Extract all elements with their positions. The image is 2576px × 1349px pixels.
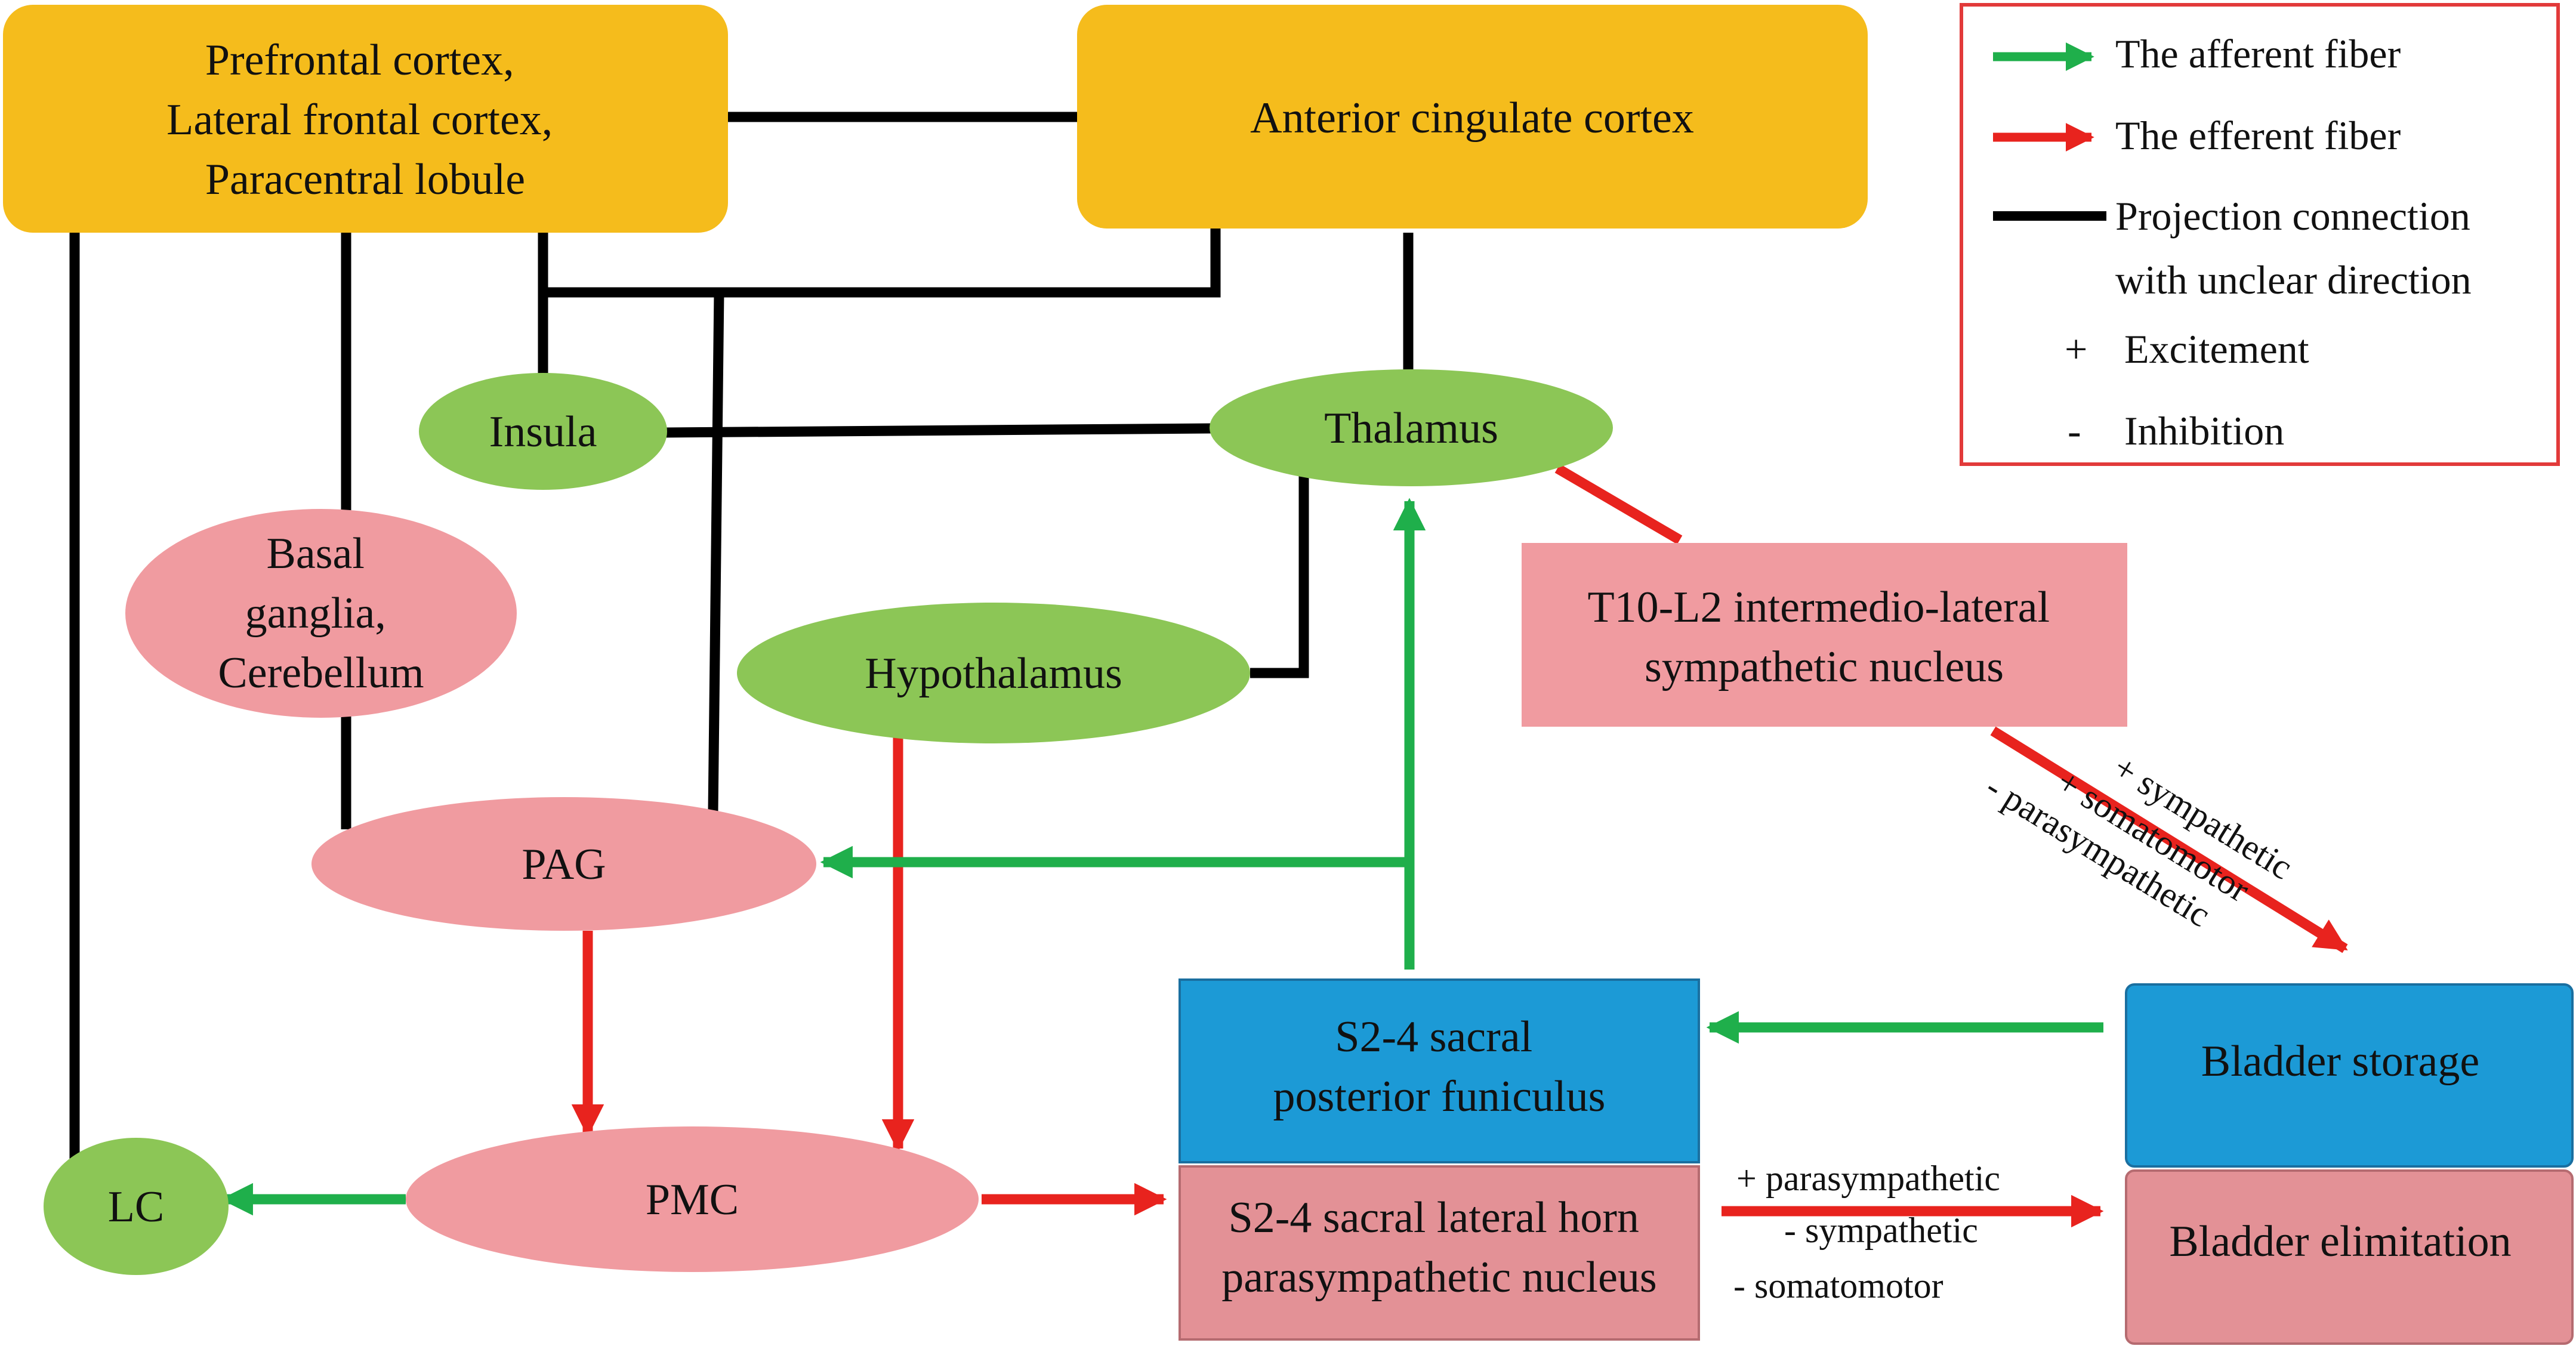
- node-hypothalamus-line-1: Hypothalamus: [865, 649, 1122, 698]
- node-insula-line-1: Insula: [489, 408, 597, 456]
- node-bladder-storage: Bladder storage: [2125, 983, 2574, 1168]
- legend-inhibition-label: Inhibition: [2124, 408, 2284, 453]
- node-elimination-box: [2125, 1169, 2574, 1345]
- node-basal-line-2: ganglia,: [245, 589, 386, 638]
- edge-thalamus-hypothalamus: [1250, 474, 1309, 678]
- node-storage-line-1: Bladder storage: [2201, 1037, 2479, 1086]
- node-bladder-elimination: Bladder elimitation: [2125, 1169, 2574, 1345]
- node-insula: Insula: [419, 373, 667, 490]
- edge-thalamus-t10: [1554, 464, 1683, 545]
- legend-border: [1960, 3, 2560, 466]
- node-basal-ganglia: Basal ganglia, Cerebellum: [125, 509, 517, 718]
- node-prefrontal-line-2: Lateral frontal cortex,: [166, 95, 553, 144]
- svg-text:Anterior cingulate cortex: Anterior cingulate cortex: [1250, 94, 1694, 143]
- svg-text:T10-L2 intermedio-lateral: T10-L2 intermedio-lateral sympathetic nu…: [1587, 583, 2060, 692]
- node-hypothalamus-shape: [737, 603, 1250, 743]
- node-thalamus-shape: [1210, 369, 1613, 486]
- node-basal-line-3: Cerebellum: [218, 649, 424, 697]
- node-pag-shape: [311, 797, 816, 931]
- legend-afferent-label: The afferent fiber: [2115, 31, 2401, 76]
- edge-label-horn-elimination-line-3: - somatomotor: [1733, 1266, 1943, 1305]
- svg-text:Insula: Insula: [489, 408, 597, 456]
- svg-text:LC: LC: [108, 1183, 165, 1231]
- node-prefrontal-line-3: Paracentral lobule: [205, 155, 525, 204]
- legend-projection-line-1: Projection connection: [2115, 193, 2470, 239]
- svg-text:S2-4 sacral lateral horn: S2-4 sacral lateral horn parasympathetic…: [1221, 1193, 1656, 1302]
- afferent-fibers: [220, 498, 2103, 1216]
- edge-insula-thalamus: [665, 423, 1212, 438]
- node-posterior-line-1: S2-4 sacral: [1335, 1012, 1532, 1061]
- node-prefrontal-line-1: Prefrontal cortex,: [205, 36, 514, 85]
- legend-efferent-label: The efferent fiber: [2115, 113, 2401, 158]
- node-thalamus: Thalamus: [1210, 369, 1613, 486]
- node-prefrontal-box: [3, 5, 728, 233]
- node-posterior-line-2: posterior funiculus: [1273, 1072, 1606, 1121]
- svg-text:Basal ganglia, Cer: Basal ganglia, Cerebellum: [218, 529, 424, 697]
- edge-label-horn-elimination-line-2: - sympathetic: [1784, 1211, 1978, 1250]
- node-t10-line-1: T10-L2 intermedio-lateral: [1587, 583, 2050, 632]
- legend-excitement-symbol: +: [2065, 326, 2087, 372]
- node-insula-shape: [419, 373, 667, 490]
- node-sacral-lateral-horn: S2-4 sacral lateral horn parasympathetic…: [1179, 1165, 1700, 1341]
- svg-text:PMC: PMC: [646, 1175, 739, 1224]
- node-t10-box: [1522, 543, 2127, 727]
- legend-projection-label: Projection connection with unclear direc…: [2115, 193, 2481, 302]
- node-storage-box: [2125, 983, 2574, 1168]
- svg-text:Bladder storage: Bladder storage: [2201, 1037, 2479, 1086]
- edge-acc-prefrontal-link: [543, 227, 1221, 298]
- svg-text:S2-4 sacral posterior fu: S2-4 sacral posterior funiculus: [1273, 1012, 1606, 1121]
- node-pmc-line-1: PMC: [646, 1175, 739, 1224]
- node-lc: LC: [44, 1138, 229, 1275]
- edge-label-t10-storage: + sympathetic + somatomotor - parasympat…: [1979, 747, 2300, 934]
- node-t10-line-2: sympathetic nucleus: [1645, 643, 2004, 692]
- efferent-fibers: [571, 464, 2348, 1228]
- node-lc-line-1: LC: [108, 1183, 165, 1231]
- node-elimination-line-1: Bladder elimitation: [2169, 1217, 2511, 1266]
- projection-lines: [69, 112, 1414, 1166]
- node-basal-line-1: Basal: [267, 529, 365, 578]
- svg-text:Prefrontal cortex, Later: Prefrontal cortex, Lateral frontal corte…: [166, 36, 564, 204]
- legend: The afferent fiber The efferent fiber Pr…: [1960, 3, 2560, 466]
- node-t10-l2-sympathetic-nucleus: T10-L2 intermedio-lateral sympathetic nu…: [1522, 543, 2127, 727]
- node-lc-shape: [44, 1138, 229, 1275]
- svg-text:Bladder elimitation: Bladder elimitation: [2169, 1217, 2511, 1266]
- node-pag: PAG: [311, 797, 816, 931]
- node-sacral-posterior-funiculus: S2-4 sacral posterior funiculus: [1179, 978, 1700, 1163]
- edge-cortex-pag: [708, 292, 724, 812]
- node-lateral-horn-line-1: S2-4 sacral lateral horn: [1229, 1193, 1639, 1242]
- svg-text:Thalamus: Thalamus: [1324, 404, 1498, 453]
- edge-label-horn-elimination: + parasympathetic - sympathetic - somato…: [1733, 1159, 2000, 1305]
- legend-inhibition-symbol: -: [2068, 408, 2081, 453]
- node-pmc: PMC: [406, 1126, 979, 1272]
- edge-label-horn-elimination-line-1: + parasympathetic: [1736, 1159, 2000, 1198]
- node-hypothalamus: Hypothalamus: [737, 603, 1250, 743]
- node-prefrontal-cortex: Prefrontal cortex, Lateral frontal corte…: [3, 5, 728, 233]
- node-lateral-horn-line-2: parasympathetic nucleus: [1221, 1253, 1656, 1302]
- svg-text:PAG: PAG: [522, 840, 606, 889]
- node-thalamus-line-1: Thalamus: [1324, 404, 1498, 453]
- node-lateral-horn-box: [1179, 1165, 1700, 1341]
- legend-excitement-label: Excitement: [2124, 326, 2309, 372]
- legend-projection-line-2: with unclear direction: [2115, 257, 2472, 302]
- svg-text:Hypothalamus: Hypothalamus: [865, 649, 1122, 698]
- node-acc-box: [1077, 5, 1868, 229]
- node-posterior-box: [1179, 978, 1700, 1163]
- edge-t10-storage: [1990, 726, 2348, 953]
- node-acc-line-1: Anterior cingulate cortex: [1250, 94, 1694, 143]
- node-basal-shape: [125, 509, 517, 718]
- node-pag-line-1: PAG: [522, 840, 606, 889]
- node-pmc-shape: [406, 1126, 979, 1272]
- node-anterior-cingulate-cortex: Anterior cingulate cortex: [1077, 5, 1868, 229]
